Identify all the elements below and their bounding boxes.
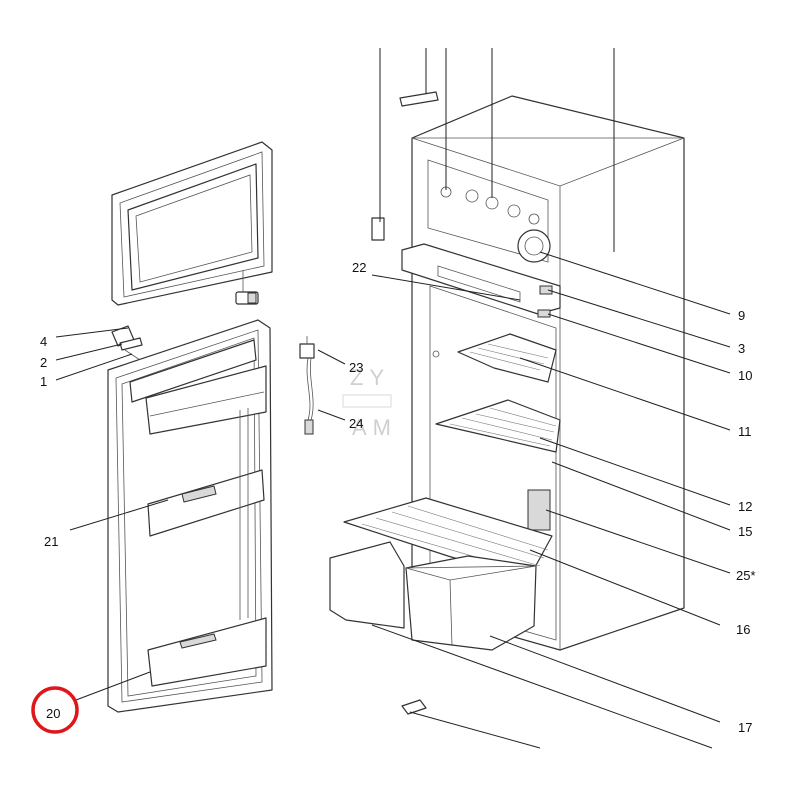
label-17: 17 [738,720,752,735]
label-2: 2 [40,355,47,370]
label-15: 15 [738,524,752,539]
fridge-cabinet [329,91,685,715]
watermark-line-1: ZY [350,365,390,390]
label-25: 25* [736,568,756,583]
label-22: 22 [352,260,366,275]
watermark-frame [342,394,392,408]
hinge-parts-1-2-4 [111,325,143,361]
label-11: 11 [738,424,752,439]
watermark: ZY AM [342,365,397,440]
label-23: 23 [349,360,363,375]
label-1: 1 [40,374,47,389]
label-3: 3 [738,341,745,356]
label-12: 12 [738,499,752,514]
label-21: 21 [44,534,58,549]
label-4: 4 [40,334,47,349]
main-door [107,319,273,713]
sensor-wire-23-24 [299,336,315,435]
highlight-circle [31,686,79,734]
label-24: 24 [349,416,363,431]
label-10: 10 [738,368,752,383]
freezer-door [111,141,273,306]
leader-lines [55,48,731,749]
upper-hinge-part [235,270,259,305]
part-labels: 4 2 1 21 20 22 23 24 9 3 10 11 12 15 25*… [40,260,756,735]
watermark-line-2: AM [352,415,397,440]
label-9: 9 [738,308,745,323]
label-16: 16 [736,622,750,637]
label-20: 20 [46,706,60,721]
